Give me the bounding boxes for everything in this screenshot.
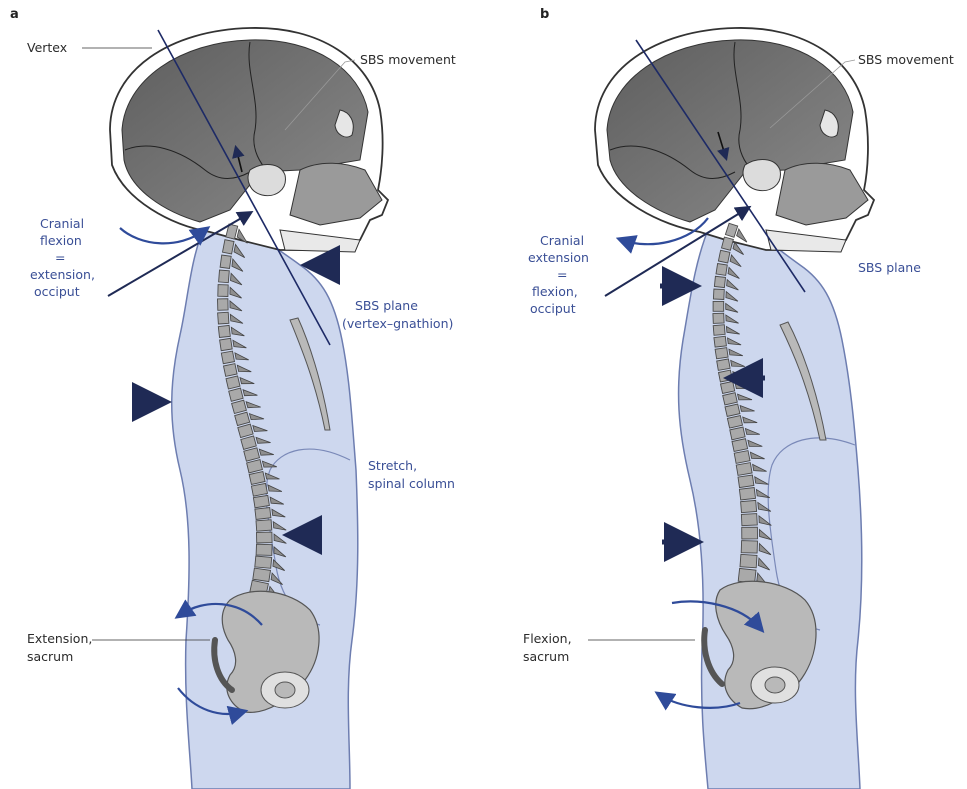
panel-b-vertebra — [713, 325, 725, 336]
panel-b-vertebra — [741, 541, 757, 554]
svg-text:sacrum: sacrum — [27, 649, 73, 664]
svg-text:SBS plane: SBS plane — [355, 298, 418, 313]
panel-b-vertebra — [713, 301, 724, 311]
panel-a-vertebra — [221, 351, 234, 364]
panel-b-sbs-plane-label: SBS plane — [858, 260, 921, 275]
svg-text:extension,: extension, — [30, 267, 95, 282]
panel-a-vertex-label: Vertex — [27, 40, 67, 55]
panel-b-vertebra — [723, 393, 738, 405]
svg-text:(vertex–gnathion): (vertex–gnathion) — [342, 316, 453, 331]
panel-a-vertebra — [220, 255, 231, 269]
panel-a-sbs-movement-label: SBS movement — [360, 52, 456, 67]
panel-b-vertebra — [741, 500, 757, 512]
svg-text:=: = — [55, 250, 65, 265]
svg-text:Flexion,: Flexion, — [523, 631, 572, 646]
panel-b-vertebra — [738, 475, 754, 488]
svg-text:occiput: occiput — [34, 284, 80, 299]
panel-b-vertebra — [739, 488, 755, 501]
panel-b-vertebra — [717, 359, 730, 371]
panel-b-vertebra — [715, 348, 728, 359]
panel-b-vertebra — [732, 439, 748, 452]
panel-a-vertebra — [219, 270, 230, 283]
panel-a-vertebra — [251, 483, 267, 496]
panel-b-vertebra — [736, 463, 752, 476]
svg-text:Cranial: Cranial — [40, 216, 84, 231]
svg-text:=: = — [557, 267, 567, 282]
panel-a-vertebra — [257, 532, 273, 543]
panel-b-vertebra — [741, 514, 757, 526]
panel-a: a — [10, 7, 456, 789]
panel-b-vertebra — [716, 264, 727, 276]
svg-text:Extension,: Extension, — [27, 631, 92, 646]
panel-a-letter: a — [10, 7, 19, 22]
svg-text:Cranial: Cranial — [540, 233, 584, 248]
svg-text:occiput: occiput — [530, 301, 576, 316]
panel-b-vertebra — [721, 381, 735, 393]
panel-a-vertebra — [220, 338, 233, 350]
panel-b-cranial-label: Cranial extension = flexion, occiput — [528, 233, 589, 316]
panel-b-vertebra — [714, 336, 727, 347]
panel-a-vertebra — [223, 240, 235, 254]
svg-text:Stretch,: Stretch, — [368, 458, 417, 473]
panel-b-vertebra — [742, 527, 758, 539]
panel-a-sacrum-label: Extension, sacrum — [27, 631, 92, 664]
svg-text:spinal column: spinal column — [368, 476, 455, 491]
panel-b-vertebra — [718, 250, 730, 263]
panel-a-stretch-label: Stretch, spinal column — [368, 458, 455, 491]
panel-b-letter: b — [540, 7, 549, 22]
panel-b-vertebra — [719, 370, 733, 382]
svg-text:sacrum: sacrum — [523, 649, 569, 664]
panel-a-vertebra — [255, 556, 272, 568]
panel-b-vertebra — [713, 289, 724, 300]
panel-a-vertebra — [253, 495, 269, 507]
svg-text:flexion,: flexion, — [532, 284, 578, 299]
panel-b-sacrum-label: Flexion, sacrum — [523, 631, 572, 664]
panel-a-vertebra — [218, 285, 228, 297]
panel-b-vertebra — [734, 451, 750, 464]
panel-a-vertebra — [255, 508, 271, 520]
panel-a-vertebra — [256, 544, 272, 555]
panel-b-skull — [595, 28, 874, 252]
svg-text:extension: extension — [528, 250, 589, 265]
panel-a-vertebra — [226, 376, 240, 389]
panel-a-vertebra — [218, 325, 230, 337]
panel-a-vertebra — [256, 520, 272, 532]
svg-text:flexion: flexion — [40, 233, 82, 248]
panel-a-vertebra — [224, 364, 238, 377]
panel-a-vertebra — [218, 312, 229, 324]
panel-b: b SBS — [523, 7, 954, 789]
panel-a-vertebra — [253, 568, 271, 582]
panel-a-cranial-label: Cranial flexion = extension, occiput — [30, 216, 95, 299]
panel-a-vertebra — [218, 299, 229, 311]
panel-a-cranial-flexion-arrow — [120, 228, 205, 243]
panel-b-vertebra — [740, 554, 757, 568]
panel-b-vertebra — [713, 313, 724, 323]
panel-b-sbs-movement-label: SBS movement — [858, 52, 954, 67]
panel-b-vertebra — [714, 276, 725, 287]
panel-a-sbs-plane-label: SBS plane (vertex–gnathion) — [342, 298, 453, 331]
